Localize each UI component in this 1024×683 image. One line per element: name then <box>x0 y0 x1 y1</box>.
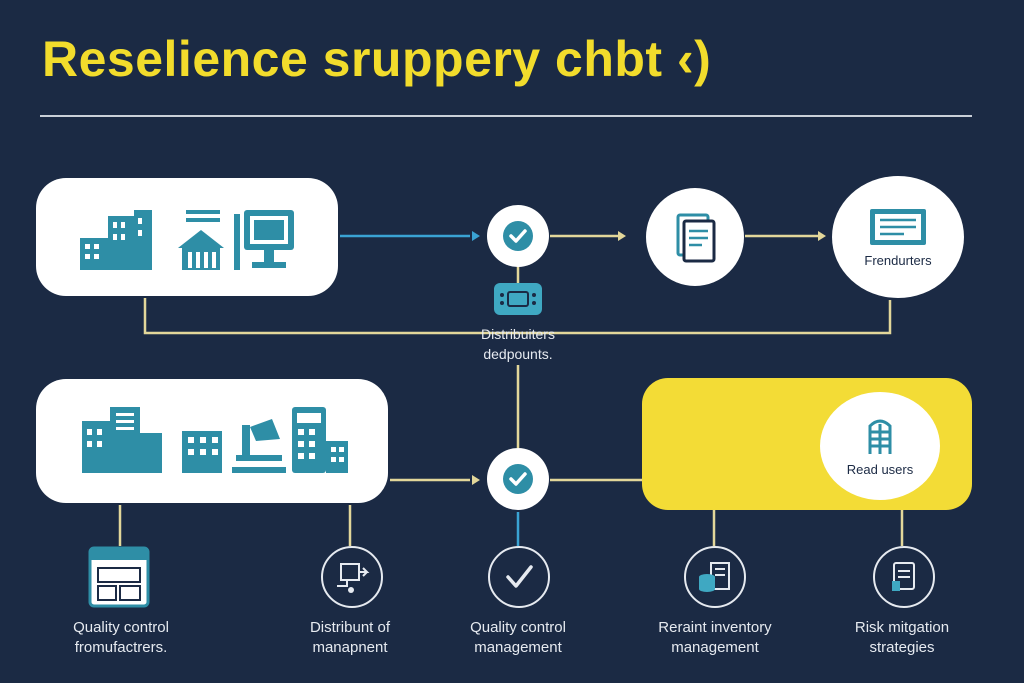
bottom-item-5-line1: Risk mitgation <box>854 619 950 636</box>
bottom-item-2-line2: manapnent <box>312 639 388 656</box>
warehouse-icon <box>178 210 224 270</box>
risk-doc-icon <box>873 546 935 608</box>
bottom-panel-illustration <box>82 407 348 473</box>
distributers-label-line2: dedpounts. <box>483 346 553 362</box>
device-icon <box>494 283 542 315</box>
inventory-icon <box>684 546 746 608</box>
bottom-item-3-label: Quality control management <box>423 618 613 658</box>
top-check-node <box>487 205 549 267</box>
bottom-item-1-line1: Quality control <box>73 619 169 636</box>
top-panel-illustration <box>80 210 294 270</box>
bottom-item-3-line2: management <box>474 639 562 656</box>
bottom-item-3-line1: Quality control <box>470 619 566 636</box>
bottom-item-4-line2: management <box>671 639 759 656</box>
server-rack-icon <box>868 419 892 454</box>
bottom-item-1-label: Quality control fromufactrers. <box>26 618 216 658</box>
bottom-item-4-line1: Reraint inventory <box>658 619 772 636</box>
bottom-check-node <box>487 448 549 510</box>
route-map-icon <box>321 546 383 608</box>
title-divider <box>40 115 972 117</box>
office-buildings-icon <box>82 407 222 473</box>
bottom-item-2-label: Distribunt of manapnent <box>255 618 445 658</box>
bottom-item-4-label: Reraint inventory management <box>620 618 810 658</box>
top-source-panel <box>36 178 338 296</box>
bottom-item-1-line2: fromufactrers. <box>74 639 168 656</box>
document-icon <box>676 213 716 263</box>
distributers-label: Distribuiters dedpounts. <box>438 324 598 364</box>
checkmark-icon <box>488 546 550 608</box>
check-icon <box>503 221 533 251</box>
read-users-label: Read users <box>846 461 914 477</box>
bottom-item-5-line2: strategies <box>869 639 935 656</box>
distributers-label-line1: Distribuiters <box>481 326 555 342</box>
bottom-source-panel <box>36 379 388 503</box>
check-icon <box>503 464 533 494</box>
screen-icon <box>870 208 926 245</box>
factory-icon <box>232 419 286 473</box>
page-title: Reselience sruppery chbt ‹) <box>42 31 712 87</box>
bottom-item-2-line1: Distribunt of <box>309 619 391 636</box>
document-node <box>646 188 744 286</box>
frendurters-label: Frendurters <box>864 252 932 268</box>
frendurters-node: Frendurters <box>832 176 964 298</box>
read-users-node: Read users <box>820 392 940 500</box>
browser-window-icon <box>88 546 150 608</box>
bottom-item-5-label: Risk mitgation strategies <box>807 618 997 658</box>
